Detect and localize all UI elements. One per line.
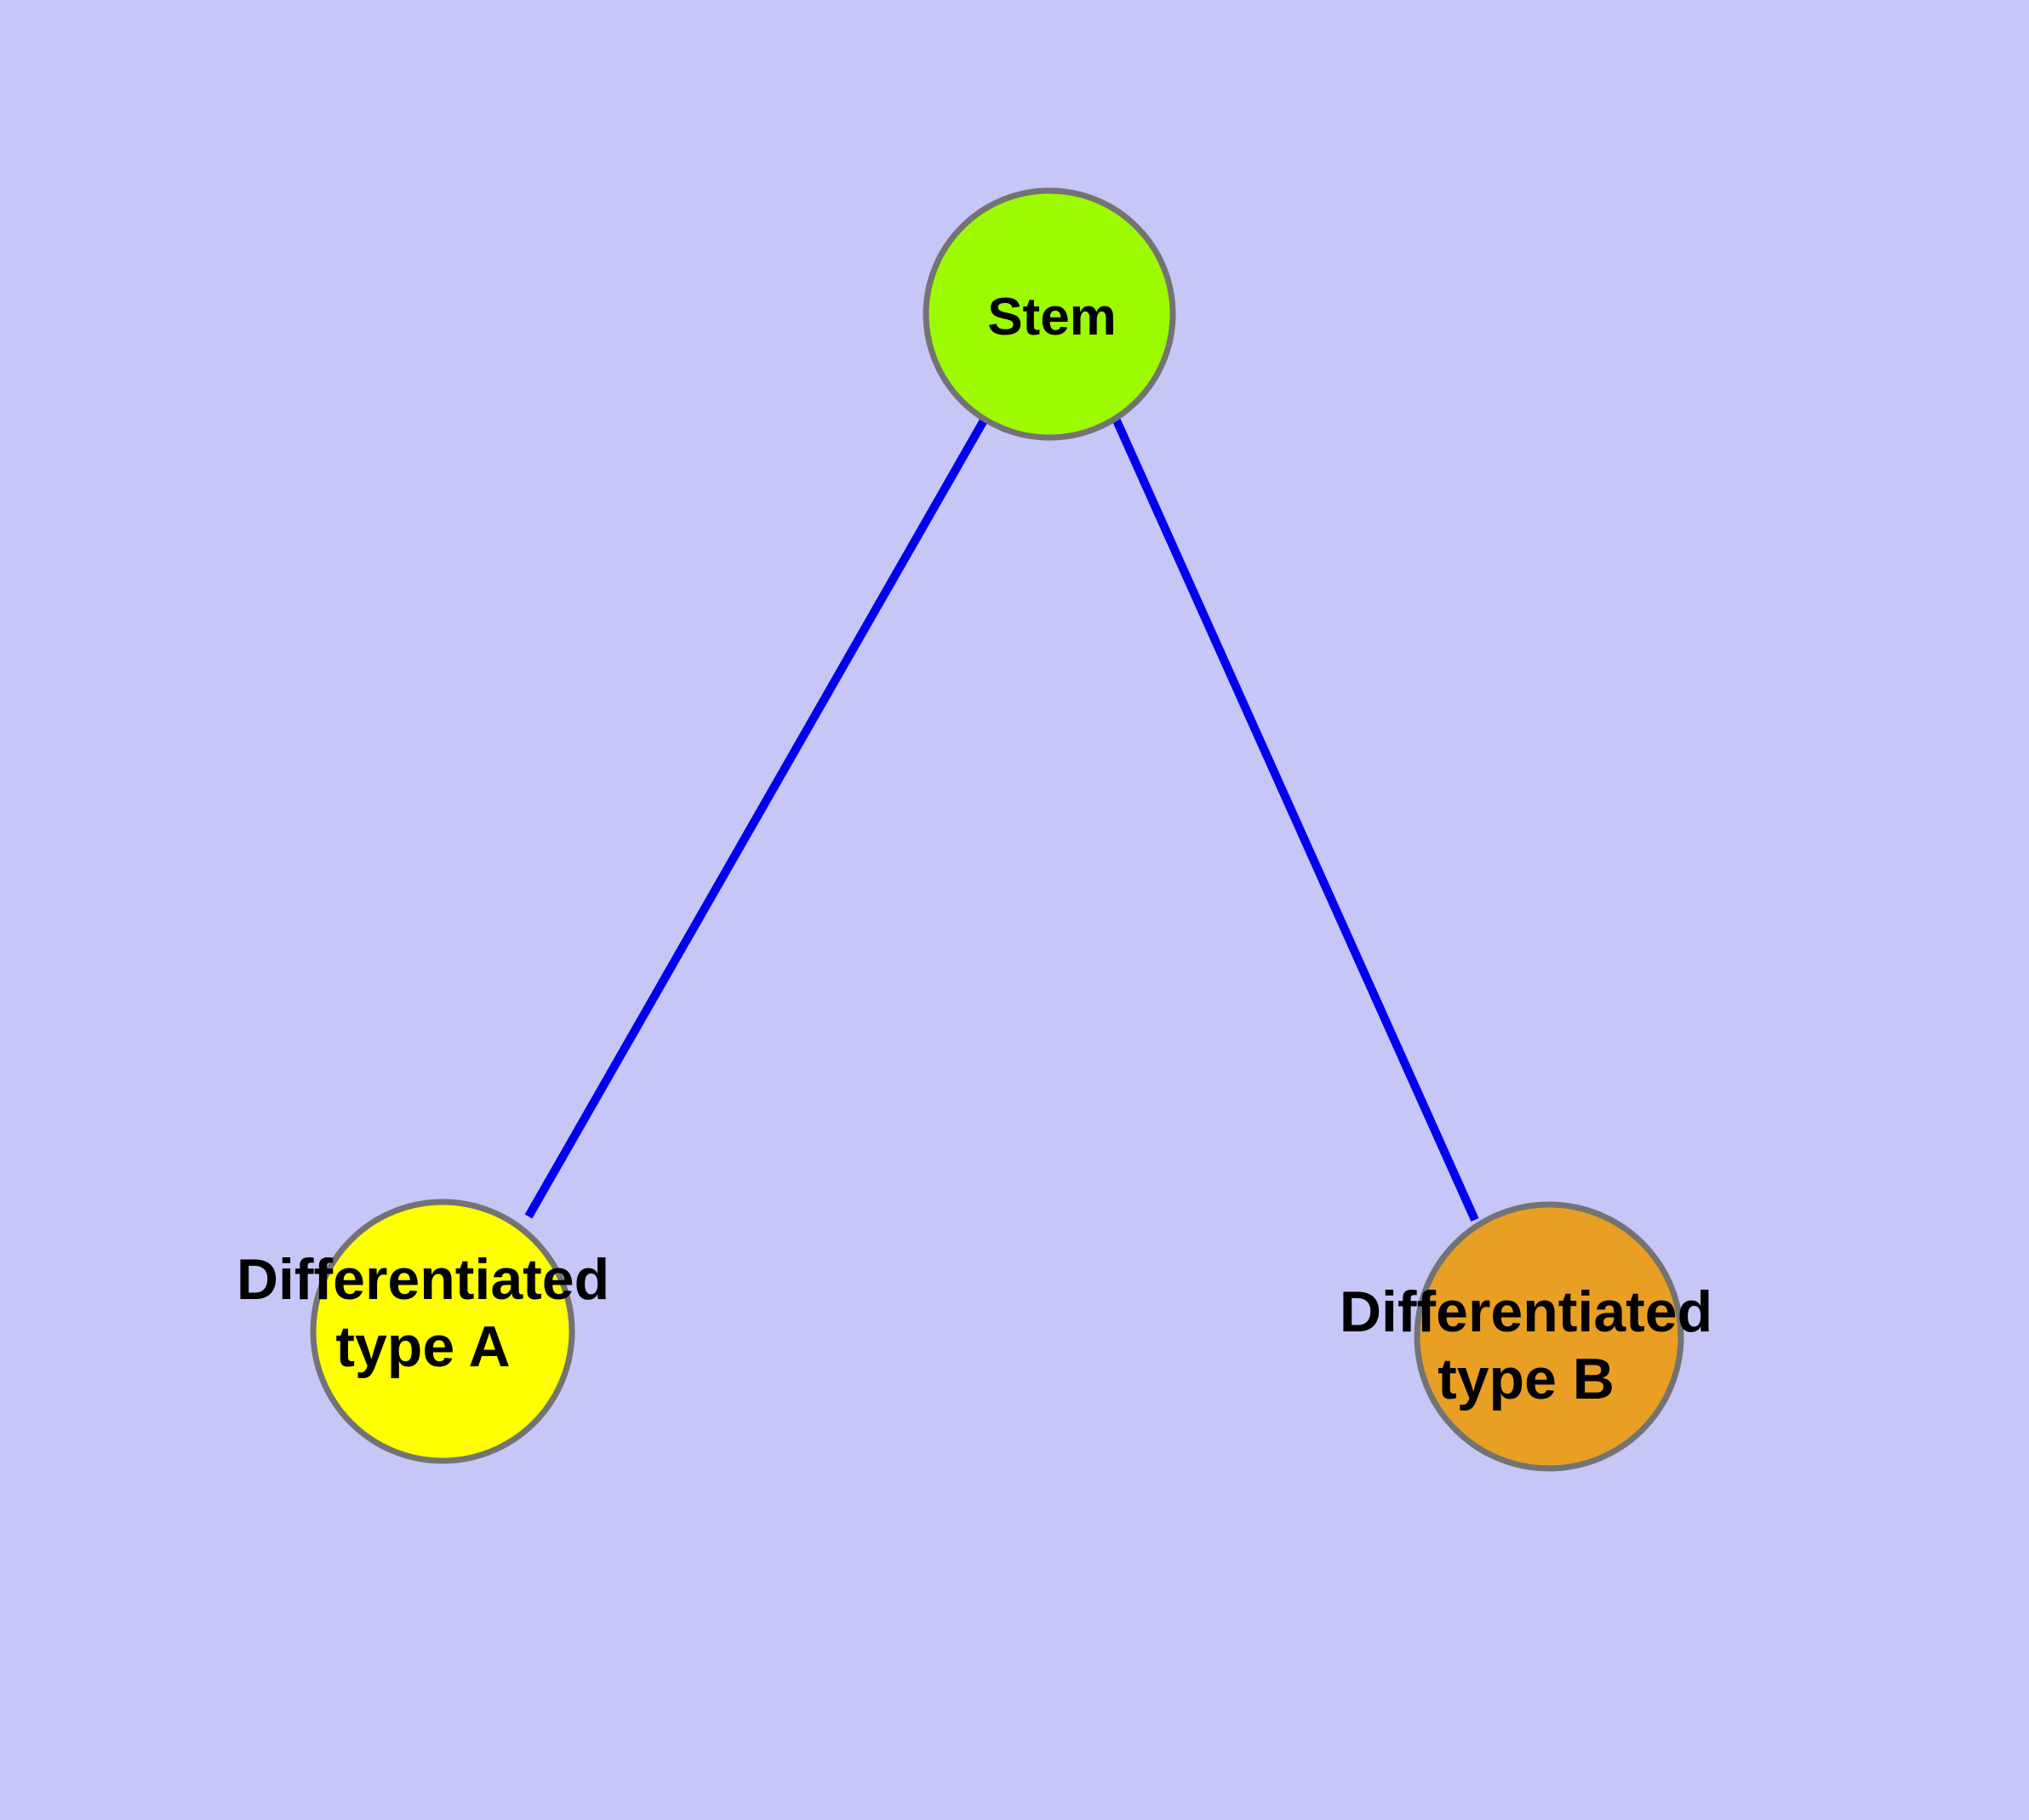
- node-label-line: type B: [1437, 1347, 1615, 1411]
- node-label-line: type A: [335, 1314, 510, 1379]
- edge-stem-to-diff-b: [1112, 418, 1479, 1222]
- node-diff-a[interactable]: [310, 1199, 575, 1464]
- node-stem[interactable]: [923, 187, 1176, 441]
- node-label-line: Differentiated: [237, 1247, 609, 1312]
- edge-stem-to-diff-a: [524, 416, 989, 1219]
- edge-layer: [524, 416, 1479, 1222]
- node-layer: [310, 187, 1684, 1472]
- node-label-stem: Stem: [987, 288, 1117, 346]
- node-label-line: Stem: [987, 288, 1117, 346]
- node-label-line: Differentiated: [1340, 1279, 1712, 1344]
- node-diff-b[interactable]: [1414, 1201, 1684, 1472]
